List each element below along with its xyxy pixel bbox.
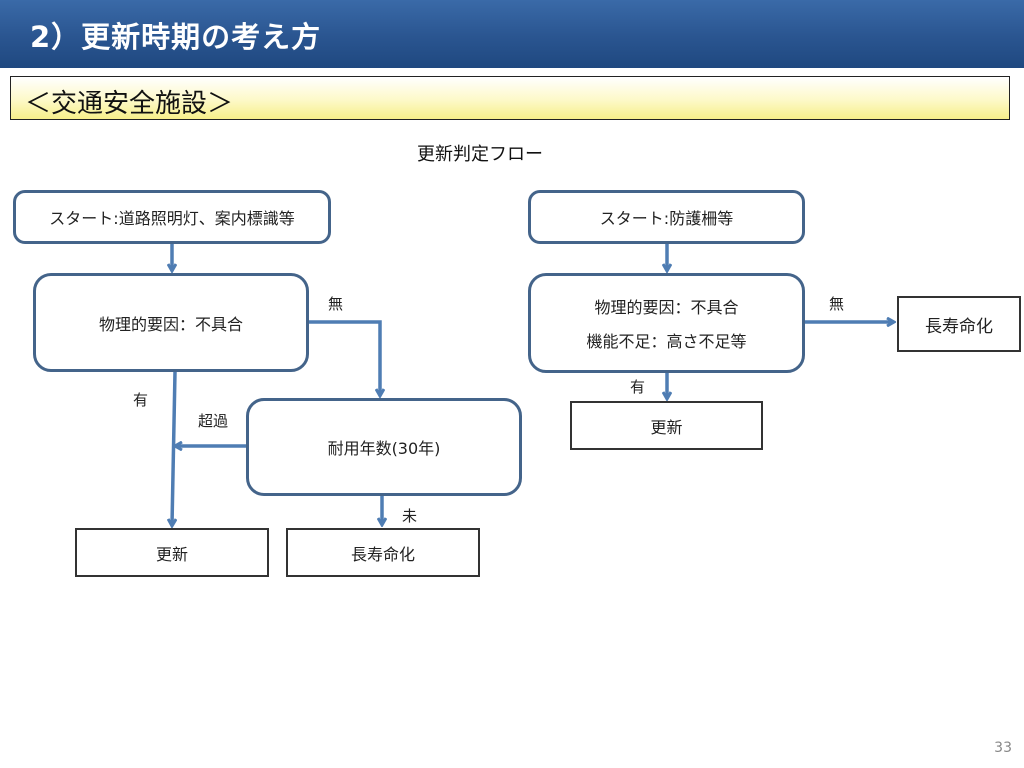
right-factor-node: 物理的要因：不具合 機能不足：高さ不足等 — [528, 273, 805, 373]
right-factor-line-2: 機能不足：高さ不足等 — [586, 332, 747, 351]
right-factor-line-1: 物理的要因：不具合 — [594, 298, 739, 317]
section-heading: ＜交通安全施設＞ — [25, 89, 234, 119]
slide-title: 2）更新時期の考え方 — [30, 20, 322, 54]
left-label-exceeded: 超過 — [198, 412, 229, 430]
right-label-none: 無 — [829, 295, 845, 313]
arrow-factor-none-to-life — [308, 320, 380, 395]
left-factor-node: 物理的要因：不具合 — [33, 273, 309, 372]
left-label-not-yet: 未 — [402, 507, 418, 525]
left-label-yes: 有 — [133, 391, 149, 409]
right-renew-node: 更新 — [570, 401, 763, 450]
page-number: 33 — [994, 740, 1012, 756]
left-start-node: スタート:道路照明灯、案内標識等 — [13, 190, 331, 244]
left-life-node: 耐用年数(30年) — [246, 398, 522, 496]
left-label-none: 無 — [328, 295, 344, 313]
right-start-node: スタート:防護柵等 — [528, 190, 805, 244]
left-renew-node: 更新 — [75, 528, 269, 577]
right-label-yes: 有 — [630, 378, 646, 396]
right-extend-node: 長寿命化 — [897, 296, 1021, 352]
arrow-factor-yes-to-renew — [172, 371, 175, 525]
flow-title: 更新判定フロー — [417, 144, 543, 165]
title-bar: 2）更新時期の考え方 — [0, 0, 1024, 68]
left-extend-node: 長寿命化 — [286, 528, 480, 577]
section-heading-box: ＜交通安全施設＞ — [10, 76, 1010, 120]
